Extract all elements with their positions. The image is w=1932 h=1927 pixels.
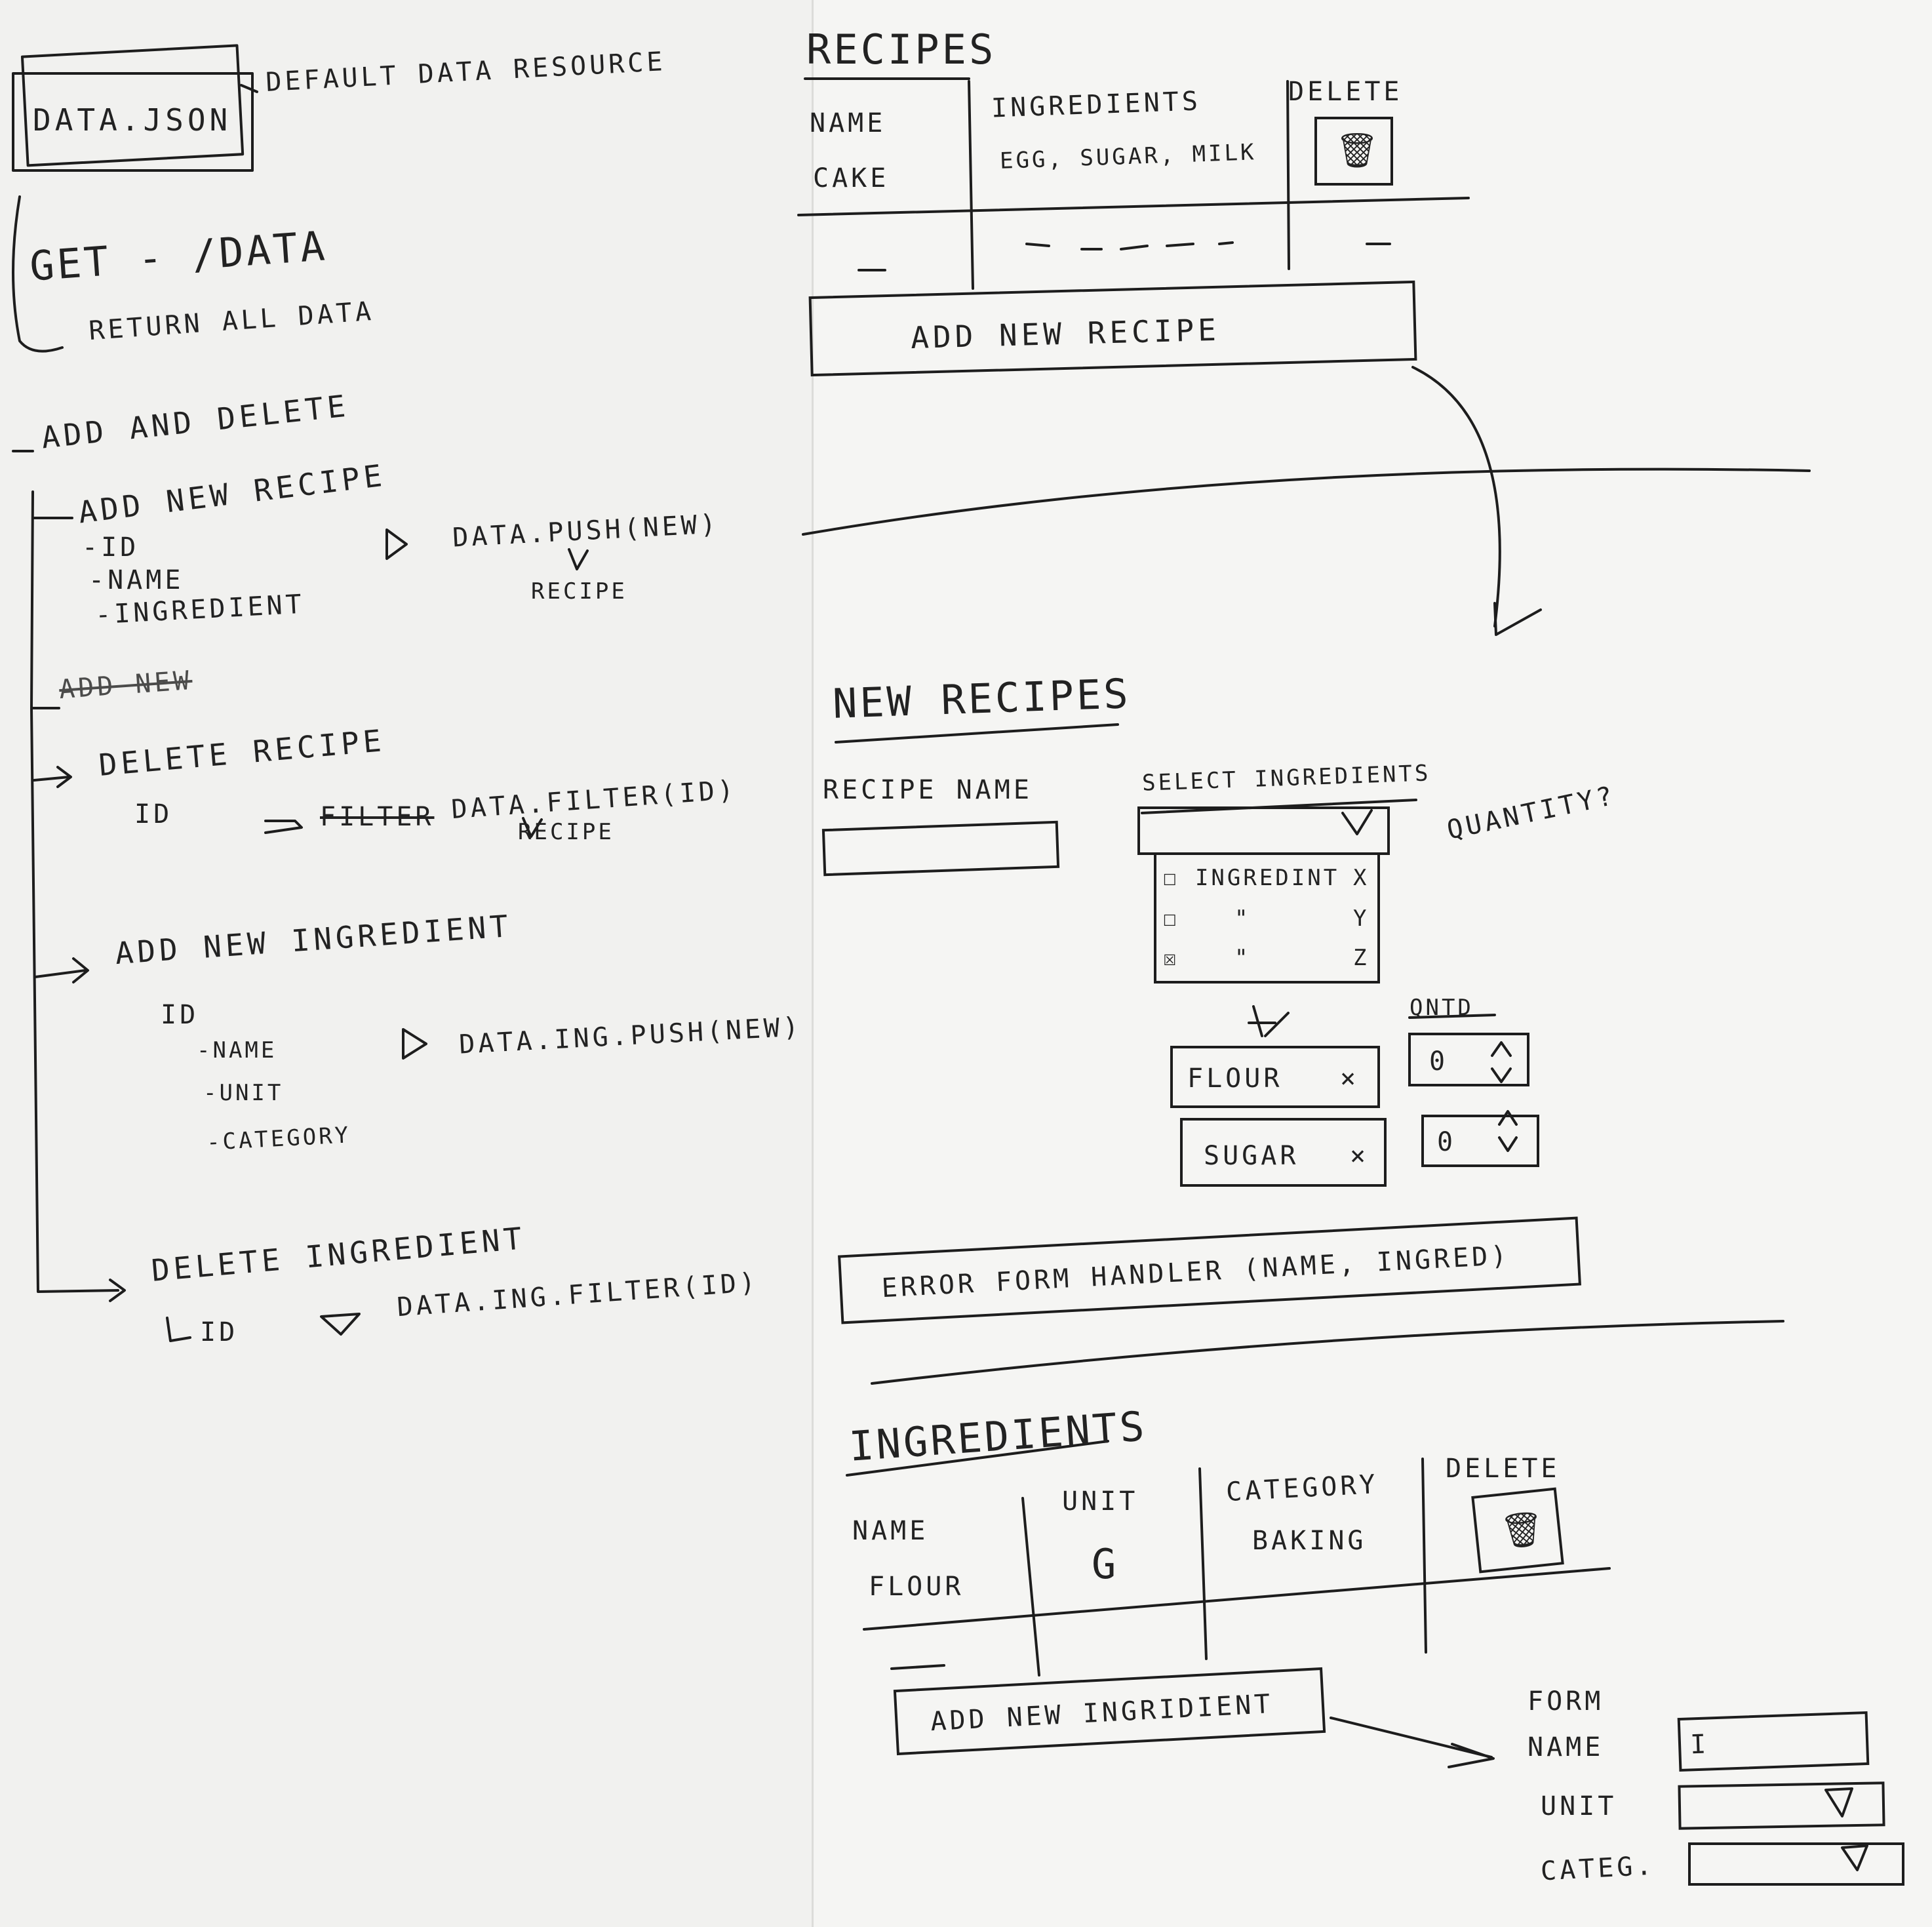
recipe-name-label: RECIPE NAME (823, 775, 1033, 805)
recipes-row-name: CAKE (813, 163, 890, 193)
remove-chip-icon[interactable]: × (1350, 1141, 1370, 1171)
chip-label: FLOUR (1187, 1063, 1283, 1094)
add-ingredient-field-category: -CATEGORY (206, 1122, 352, 1156)
add-ingredient-field-id: ID (161, 1000, 199, 1030)
unit-label: QNTD (1410, 995, 1474, 1021)
delete-recipe-field: ID (134, 799, 173, 829)
add-ingredient-field-name: -NAME (197, 1037, 277, 1063)
form-name-label: NAME (1528, 1732, 1604, 1762)
ingredients-header-name: NAME (852, 1516, 929, 1546)
add-ingredient-field-unit: -UNIT (203, 1080, 284, 1106)
quantity-stepper[interactable]: 0 (1408, 1033, 1529, 1086)
recipes-header-delete: DELETE (1288, 77, 1403, 107)
left-sheet (0, 0, 813, 1927)
remove-chip-icon[interactable]: × (1340, 1063, 1360, 1094)
option-z-suffix: Z (1353, 945, 1370, 971)
selected-ingredient-chip[interactable]: FLOUR × (1170, 1046, 1380, 1108)
recipe-name-input[interactable] (821, 820, 1060, 877)
trash-icon: 🗑 (1335, 131, 1379, 170)
option-y-suffix: Y (1353, 905, 1370, 932)
right-sheet (813, 0, 1932, 1927)
checkbox-checked: ☒ (1163, 945, 1195, 971)
option-x-suffix: X (1353, 865, 1370, 891)
add-new-recipe-button[interactable]: ADD NEW RECIPE (808, 280, 1417, 377)
trash-icon: 🗑 (1499, 1508, 1547, 1553)
ingredient-option-z[interactable]: ☒ " (1163, 945, 1251, 971)
form-unit-label: UNIT (1541, 1791, 1617, 1821)
add-recipe-field-id: -ID (82, 532, 140, 563)
quantity-value: 0 (1429, 1046, 1449, 1077)
ingredients-row-unit: G (1092, 1540, 1119, 1588)
unit-dropdown[interactable] (1678, 1781, 1885, 1830)
checkbox-unchecked: ☐ (1163, 865, 1195, 891)
paper-fold (812, 0, 814, 1927)
ingredient-option-x[interactable]: ☐ INGREDINT (1163, 865, 1340, 891)
checkbox-unchecked: ☐ (1163, 905, 1195, 932)
recipes-header-name: NAME (810, 108, 886, 138)
chip-label: SUGAR (1204, 1141, 1299, 1171)
ingredient-select[interactable] (1137, 806, 1390, 855)
category-dropdown[interactable] (1688, 1842, 1904, 1886)
data-json-label: DATA.JSON (33, 102, 232, 138)
ingredients-header-category: CATEGORY (1225, 1469, 1379, 1508)
ingredient-delete-button[interactable]: 🗑 (1471, 1487, 1564, 1574)
delete-recipe-note: RECIPE (518, 819, 614, 845)
ingredients-header-unit: UNIT (1062, 1486, 1139, 1517)
text-cursor: I (1689, 1729, 1710, 1760)
ingredients-row-category: BAKING (1252, 1526, 1367, 1556)
ingredient-option-y[interactable]: ☐ " (1163, 905, 1251, 932)
add-new-recipe-label: ADD NEW RECIPE (910, 311, 1221, 356)
ingredients-row-name: FLOUR (869, 1572, 964, 1602)
recipes-title: RECIPES (806, 26, 996, 73)
ingredient-name-input[interactable]: I (1677, 1711, 1870, 1772)
ingredient-options-list: ☐ INGREDINT X ☐ " Y ☒ " Z (1154, 852, 1380, 983)
add-recipe-field-name: -NAME (89, 565, 184, 595)
add-new-ingredient-label: ADD NEW INGRIDIENT (930, 1688, 1274, 1738)
ingredients-header-delete: DELETE (1446, 1454, 1560, 1484)
delete-ingredient-field: ID (200, 1317, 239, 1347)
quantity-stepper[interactable]: 0 (1421, 1115, 1539, 1167)
new-recipe-title: NEW RECIPES (831, 669, 1132, 728)
add-recipe-note: RECIPE (531, 578, 627, 605)
form-title: FORM (1528, 1686, 1604, 1717)
selected-ingredient-chip[interactable]: SUGAR × (1180, 1118, 1387, 1187)
delete-recipe-struck: FILTER (320, 802, 435, 832)
recipe-delete-button[interactable]: 🗑 (1314, 117, 1393, 186)
error-form-handler-label: ERROR FORM HANDLER (NAME, INGRED) (880, 1241, 1511, 1304)
form-category-label: CATEG. (1539, 1850, 1656, 1887)
recipes-header-ingredients: INGREDIENTS (991, 86, 1202, 124)
quantity-value: 0 (1437, 1127, 1457, 1157)
